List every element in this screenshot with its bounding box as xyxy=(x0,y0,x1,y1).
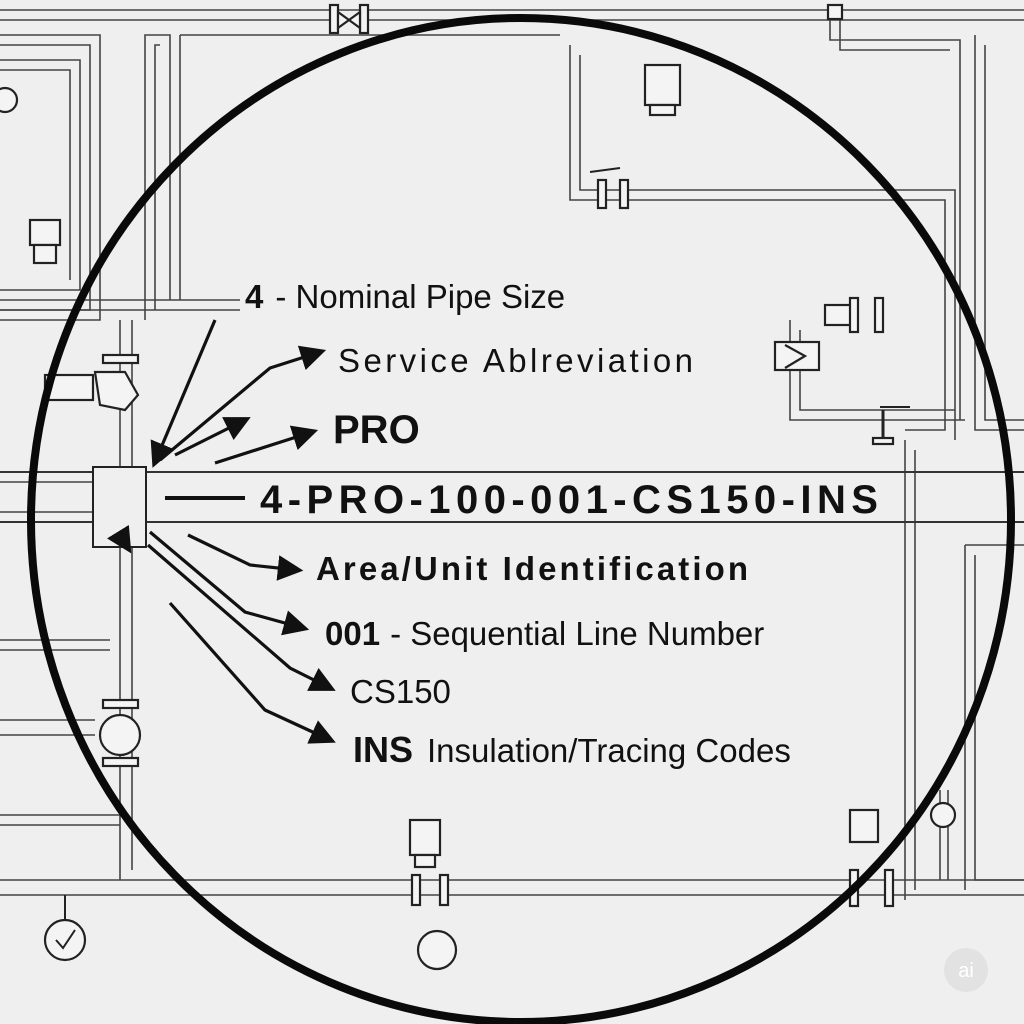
pressure-gauge-icon xyxy=(43,895,87,962)
nominal-size-label: 4 - Nominal Pipe Size xyxy=(245,278,565,315)
gauge-icon xyxy=(0,86,19,114)
arrow-area-unit xyxy=(187,533,304,581)
sequential-label: 001 - Sequential Line Number xyxy=(325,615,764,652)
callout-arrows xyxy=(107,319,336,744)
piping-class-label: CS150 xyxy=(350,673,451,710)
check-valve-icon xyxy=(773,340,821,372)
sequential-text: - Sequential Line Number xyxy=(390,615,764,652)
arrow-nominal-size xyxy=(150,319,217,468)
service-code-label: PRO xyxy=(333,408,420,452)
valve-icon xyxy=(328,3,370,35)
insulation-label: INS Insulation/Tracing Codes xyxy=(353,729,791,770)
service-abbreviation-label: Service Ablreviation xyxy=(338,342,693,379)
arrow-pro xyxy=(214,425,319,465)
nominal-size-text: - Nominal Pipe Size xyxy=(275,278,565,315)
sequential-code: 001 xyxy=(325,615,380,652)
gauge-icon xyxy=(929,801,957,829)
control-valve-icon xyxy=(823,296,885,334)
arrow-service-abbreviation-up xyxy=(174,417,251,457)
line-number-label: 4-PRO-100-001-CS150-INS xyxy=(260,478,878,522)
valve-icon xyxy=(589,167,630,210)
pump-motor-icon xyxy=(28,218,62,265)
arrow-sequential xyxy=(148,530,310,636)
highlight-circle xyxy=(27,14,1015,1024)
pump-motor-icon xyxy=(408,818,458,971)
arrow-box-up xyxy=(107,524,132,554)
pump-motor-icon xyxy=(643,63,682,117)
pump-icon xyxy=(98,698,142,768)
arrow-service-abbreviation xyxy=(158,345,327,462)
line-tag-box xyxy=(92,466,147,548)
insulation-code: INS xyxy=(353,729,413,770)
flange-icon xyxy=(826,3,844,21)
arrow-insulation xyxy=(168,601,336,744)
ai-watermark: ai xyxy=(944,948,988,992)
relief-valve-icon xyxy=(871,406,910,446)
area-unit-label: Area/Unit Identification xyxy=(316,550,748,587)
watermark-text: ai xyxy=(958,960,974,982)
nominal-size-code: 4 xyxy=(245,278,264,315)
arrow-piping-class xyxy=(146,543,336,691)
insulation-text: Insulation/Tracing Codes xyxy=(427,732,791,769)
